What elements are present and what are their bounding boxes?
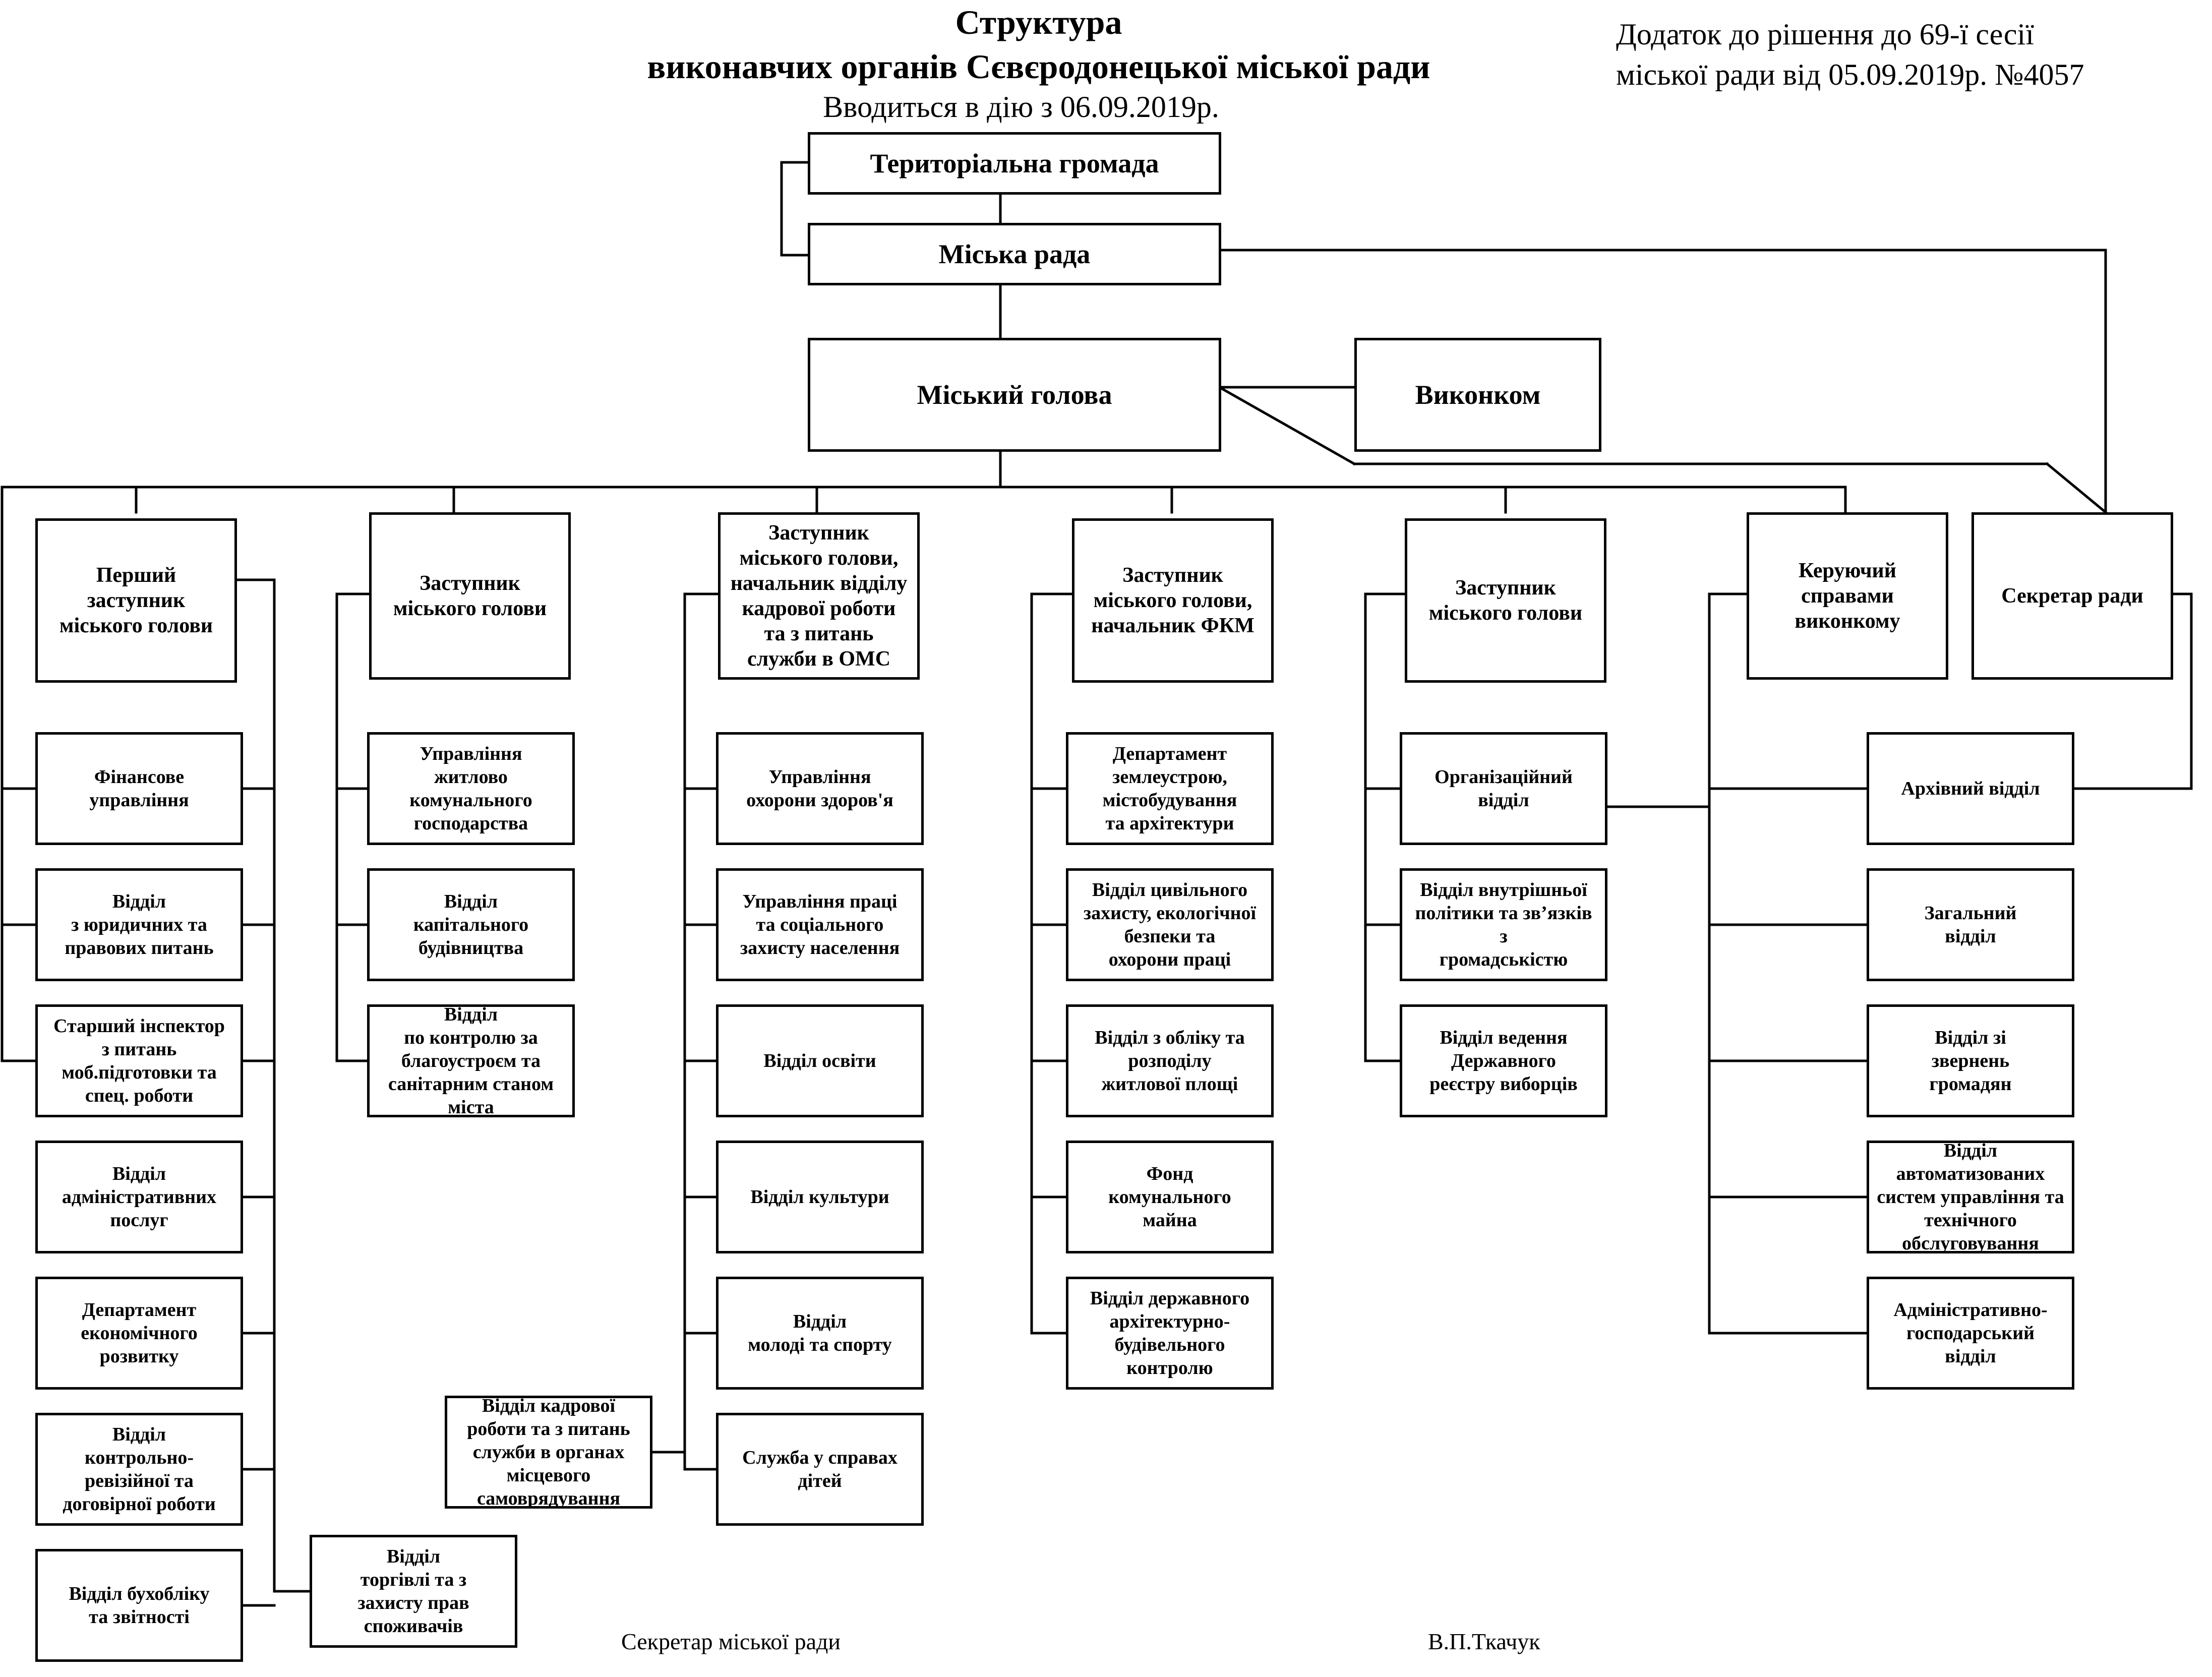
unit-construction-control-label: Відділ державного архітектурно- будівель…: [1090, 1288, 1250, 1379]
council-secretary-box: Секретар ради: [1971, 512, 2173, 680]
unit-economic-development-label: Департамент економічного розвитку: [81, 1299, 198, 1367]
first-deputy-mayor-label: Перший заступник міського голови: [59, 564, 213, 637]
council-secretary-label: Секретар ради: [2001, 584, 2143, 608]
unit-accounting: Відділ бухобліку та звітності: [35, 1549, 243, 1662]
unit-audit: Відділ контрольно- ревізійної та договір…: [35, 1413, 243, 1526]
unit-voter-registry: Відділ ведення Державного реєстру виборц…: [1400, 1004, 1607, 1117]
territorial-community-label: Територіальна громада: [870, 148, 1159, 178]
first-deputy-mayor-box: Перший заступник міського голови: [35, 518, 237, 683]
unit-mobilization-inspector-label: Старший інспектор з питань моб.підготовк…: [53, 1015, 225, 1106]
unit-administrative-economic: Адміністративно- господарський відділ: [1867, 1277, 2074, 1390]
deputy-mayor-fkm-label: Заступник міського голови, начальник ФКМ: [1091, 564, 1254, 637]
unit-civil-protection: Відділ цивільного захисту, екологічної б…: [1066, 868, 1274, 981]
unit-internal-policy: Відділ внутрішньої політики та зв’язків …: [1400, 868, 1607, 981]
unit-land-urban-planning-label: Департамент землеустрою, містобудування …: [1102, 743, 1237, 834]
connector-line-10: [2045, 462, 2108, 514]
unit-youth-sports: Відділ молоді та спорту: [716, 1277, 924, 1390]
deputy-mayor-org-label: Заступник міського голови: [1428, 576, 1583, 625]
unit-internal-policy-label: Відділ внутрішньої політики та зв’язків …: [1415, 879, 1592, 970]
deputy-mayor-fkm-box: Заступник міського голови, начальник ФКМ: [1072, 518, 1274, 683]
unit-general: Загальний відділ: [1867, 868, 2074, 981]
deputy-mayor-utilities-box: Заступник міського голови: [369, 512, 571, 680]
unit-housing-utilities-label: Управління житлово комунального господар…: [409, 743, 532, 834]
chart-title: Структура виконавчих органів Сєвєродонец…: [647, 3, 1430, 86]
unit-archive-label: Архівний відділ: [1901, 778, 2040, 799]
executive-committee-box: Виконком: [1354, 338, 1601, 452]
executive-committee-label: Виконком: [1415, 380, 1541, 410]
unit-land-urban-planning: Департамент землеустрою, містобудування …: [1066, 732, 1274, 845]
unit-economic-development: Департамент економічного розвитку: [35, 1277, 243, 1390]
unit-culture-label: Відділ культури: [750, 1186, 889, 1208]
unit-capital-construction: Відділ капітального будівництва: [367, 868, 575, 981]
unit-hr-self-government-label: Відділ кадрової роботи та з питань служб…: [467, 1395, 630, 1509]
unit-culture: Відділ культури: [716, 1141, 924, 1253]
signature-name: В.П.Ткачук: [1428, 1629, 1540, 1654]
executive-manager-box: Керуючий справами виконкому: [1747, 512, 1948, 680]
unit-general-label: Загальний відділ: [1924, 903, 2017, 947]
unit-labor-social: Управління праці та соціального захисту …: [716, 868, 924, 981]
unit-voter-registry-label: Відділ ведення Державного реєстру виборц…: [1429, 1027, 1578, 1095]
unit-trade-consumer-rights-label: Відділ торгівлі та з захисту прав спожив…: [357, 1546, 469, 1637]
unit-education: Відділ освіти: [716, 1004, 924, 1117]
unit-hr-self-government: Відділ кадрової роботи та з питань служб…: [445, 1395, 652, 1509]
unit-education-label: Відділ освіти: [763, 1050, 876, 1071]
unit-children-service-label: Служба у справах дітей: [742, 1447, 898, 1491]
unit-trade-consumer-rights: Відділ торгівлі та з захисту прав спожив…: [310, 1535, 517, 1648]
unit-automated-systems-label: Відділ автоматизованих систем управління…: [1877, 1140, 2064, 1254]
unit-citizen-appeals: Відділ зі звернень громадян: [1867, 1004, 2074, 1117]
unit-admin-services-label: Відділ адміністративних послуг: [62, 1163, 217, 1231]
unit-organizational: Організаційний відділ: [1400, 732, 1607, 845]
unit-organizational-label: Організаційний відділ: [1434, 766, 1573, 811]
deputy-mayor-org-box: Заступник міського голови: [1405, 518, 1606, 683]
unit-health-label: Управління охорони здоров'я: [746, 766, 893, 811]
unit-landscaping-control: Відділ по контролю за благоустроєм та са…: [367, 1004, 575, 1118]
executive-manager-label: Керуючий справами виконкому: [1795, 559, 1900, 633]
unit-citizen-appeals-label: Відділ зі звернень громадян: [1929, 1027, 2012, 1095]
unit-archive: Архівний відділ: [1867, 732, 2074, 845]
unit-housing-allocation: Відділ з обліку та розподілу житлової пл…: [1066, 1004, 1274, 1117]
unit-administrative-economic-label: Адміністративно- господарський відділ: [1893, 1299, 2048, 1367]
city-council-label: Міська рада: [938, 239, 1091, 269]
unit-construction-control: Відділ державного архітектурно- будівель…: [1066, 1277, 1274, 1390]
unit-capital-construction-label: Відділ капітального будівництва: [413, 891, 529, 959]
unit-youth-sports-label: Відділ молоді та спорту: [748, 1311, 892, 1355]
deputy-mayor-hr-label: Заступник міського голови, начальник від…: [730, 521, 908, 671]
deputy-mayor-utilities-label: Заступник міського голови: [393, 572, 547, 620]
effective-date: Вводиться в дію з 06.09.2019р.: [823, 90, 1219, 124]
mayor-box: Міський голова: [808, 338, 1221, 452]
appendix-note: Додаток до рішення до 69-ї сесії міської…: [1616, 18, 2084, 91]
city-council-box: Міська рада: [808, 223, 1221, 285]
unit-municipal-property-fund: Фонд комунального майна: [1066, 1141, 1274, 1253]
unit-admin-services: Відділ адміністративних послуг: [35, 1141, 243, 1253]
unit-children-service: Служба у справах дітей: [716, 1413, 924, 1526]
deputy-mayor-hr-box: Заступник міського голови, начальник від…: [718, 512, 920, 680]
signature-title: Секретар міської ради: [621, 1629, 841, 1654]
unit-labor-social-label: Управління праці та соціального захисту …: [740, 891, 900, 959]
unit-audit-label: Відділ контрольно- ревізійної та договір…: [63, 1424, 216, 1515]
unit-legal-label: Відділ з юридичних та правових питань: [65, 891, 214, 959]
unit-automated-systems: Відділ автоматизованих систем управління…: [1867, 1140, 2074, 1254]
unit-housing-allocation-label: Відділ з обліку та розподілу житлової пл…: [1095, 1027, 1245, 1095]
unit-mobilization-inspector: Старший інспектор з питань моб.підготовк…: [35, 1004, 243, 1117]
unit-municipal-property-fund-label: Фонд комунального майна: [1108, 1163, 1231, 1231]
mayor-label: Міський голова: [917, 380, 1112, 410]
unit-housing-utilities: Управління житлово комунального господар…: [367, 732, 575, 845]
territorial-community-box: Територіальна громада: [808, 132, 1221, 195]
unit-finance: Фінансове управління: [35, 732, 243, 845]
unit-landscaping-control-label: Відділ по контролю за благоустроєм та са…: [388, 1004, 554, 1118]
unit-health: Управління охорони здоров'я: [716, 732, 924, 845]
unit-civil-protection-label: Відділ цивільного захисту, екологічної б…: [1083, 879, 1257, 970]
unit-legal: Відділ з юридичних та правових питань: [35, 868, 243, 981]
connector-line-8: [1219, 386, 1356, 466]
unit-accounting-label: Відділ бухобліку та звітності: [69, 1583, 210, 1628]
unit-finance-label: Фінансове управління: [89, 766, 189, 811]
